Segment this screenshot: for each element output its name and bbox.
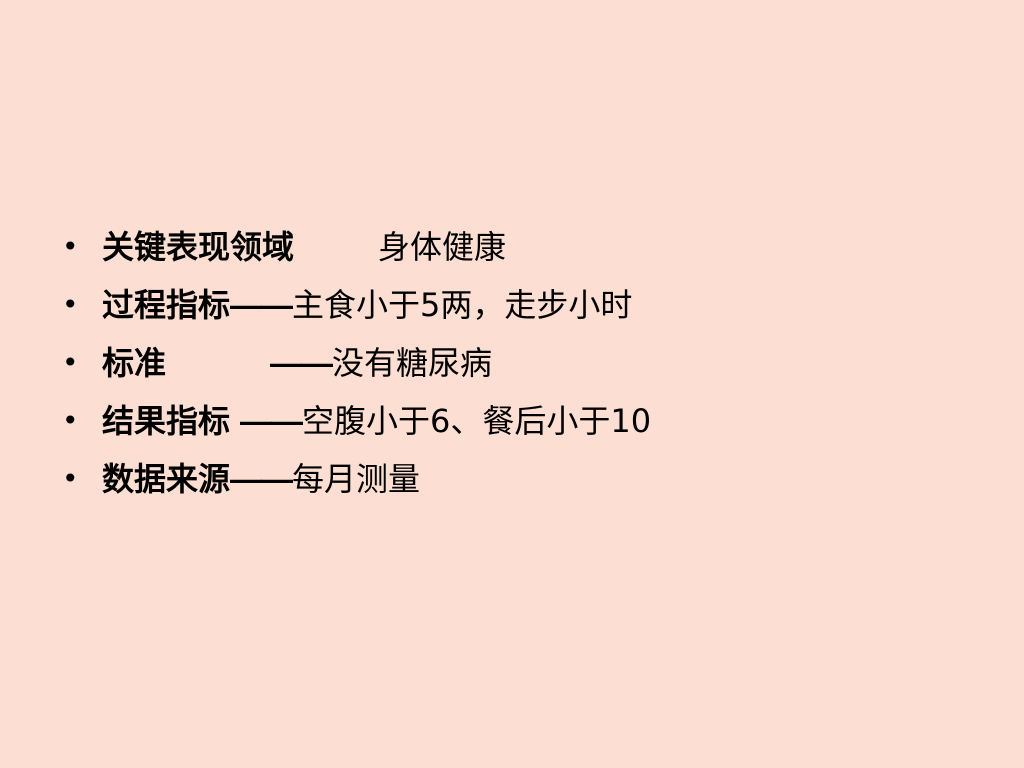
item-term: 关键表现领域 [102, 228, 295, 266]
bullet-icon: • [62, 404, 79, 437]
item-dash: —— [240, 403, 303, 439]
list-item: • 过程指标——主食小于5两，走步小时 [60, 276, 651, 334]
list-item: • 标准 ——没有糖尿病 [60, 334, 651, 392]
bullet-icon: • [62, 288, 79, 321]
item-value: 每月测量 [292, 460, 421, 498]
item-dash: —— [270, 345, 333, 381]
list-item: • 数据来源——每月测量 [60, 450, 651, 508]
item-term: 过程指标 [102, 286, 231, 324]
item-dash: —— [230, 461, 293, 497]
item-term: 结果指标 [102, 402, 231, 440]
list-item: • 结果指标——空腹小于6、餐后小于10 [60, 392, 651, 450]
bullet-icon: • [62, 462, 79, 495]
bullet-list: • 关键表现领域身体健康 • 过程指标——主食小于5两，走步小时 • 标准——没… [60, 218, 651, 508]
item-value: 没有糖尿病 [332, 344, 493, 382]
bullet-icon: • [62, 346, 79, 379]
item-term: 数据来源 [102, 460, 231, 498]
item-value: 主食小于5两，走步小时 [292, 286, 633, 324]
item-value: 空腹小于6、餐后小于10 [302, 402, 652, 440]
item-value: 身体健康 [378, 228, 507, 266]
item-term: 标准 [102, 344, 167, 382]
item-dash: —— [230, 287, 293, 323]
bullet-icon: • [62, 230, 79, 263]
list-item: • 关键表现领域 身体健康 [60, 218, 651, 276]
